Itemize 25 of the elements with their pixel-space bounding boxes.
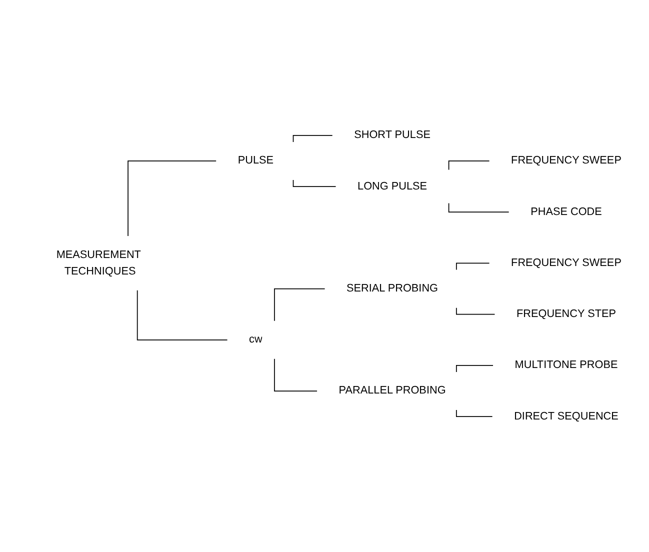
connector [456, 262, 490, 270]
node-text: SHORT PULSE [354, 128, 430, 142]
connector [128, 160, 217, 236]
node-text: SERIAL PROBING [346, 282, 438, 294]
connector [274, 358, 318, 392]
node-text: PULSE [238, 154, 274, 167]
node-text: PHASE CODE [530, 205, 602, 218]
node-text: PARALLEL PROBING [338, 384, 446, 397]
node-text: FREQUENCY SWEEP [511, 256, 622, 269]
node-text: FREQUENCY STEP [516, 308, 616, 320]
connector [292, 134, 333, 142]
node-text: DIRECT SEQUENCE [514, 410, 618, 422]
connector [456, 307, 496, 315]
connector [448, 160, 490, 170]
node-text: FREQUENCY SWEEP [511, 154, 622, 167]
connector [136, 290, 228, 340]
connector [456, 410, 493, 418]
node-text: MEASUREMENT TECHNIQUES [56, 248, 141, 277]
connector [448, 202, 510, 213]
connector [292, 180, 336, 187]
connector [456, 365, 494, 372]
connector [274, 288, 326, 322]
node-text: LONG PULSE [358, 180, 428, 192]
node-text: cw [249, 333, 262, 346]
node-text: MULTITONE PROBE [514, 358, 618, 372]
